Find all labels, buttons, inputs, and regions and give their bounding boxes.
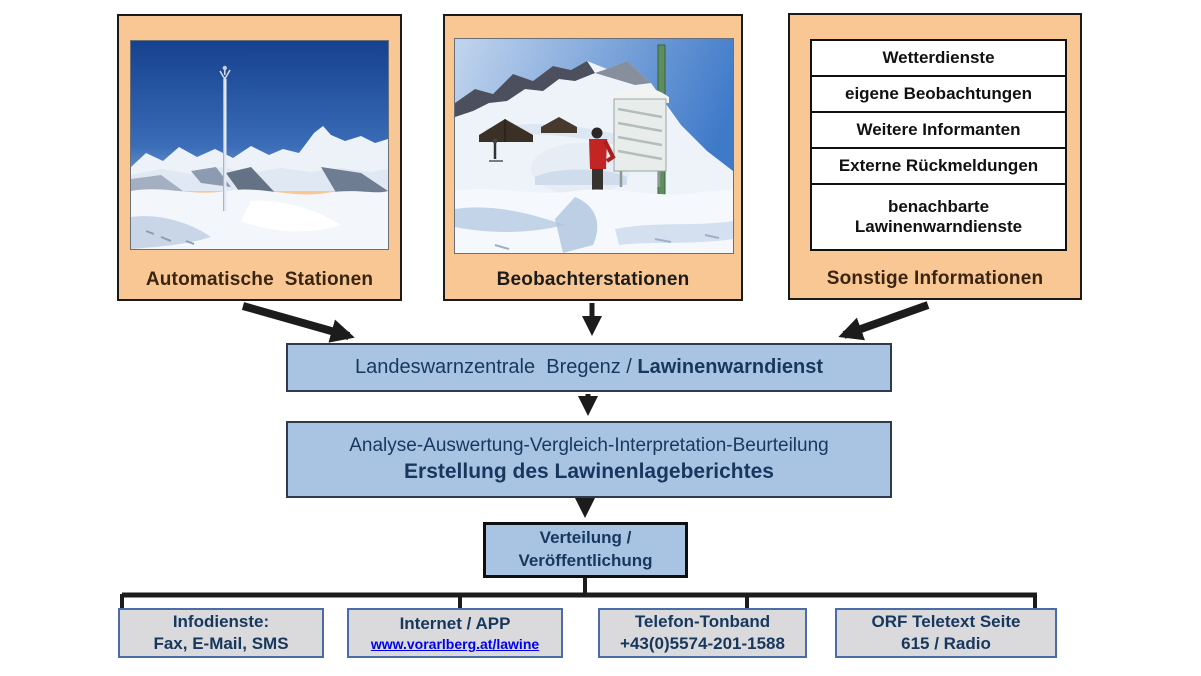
warncenter-box: Landeswarnzentrale Bregenz / Lawinenwarn… [286, 343, 892, 392]
list-item-eigene-beobachtungen: eigene Beobachtungen [812, 77, 1065, 113]
channel-infodienste-line1: Infodienste: [172, 612, 270, 631]
channel-box-telefon-tonband: Telefon-Tonband +43(0)5574-201-1588 [598, 608, 807, 658]
channel-internet-line1: Internet / APP [399, 614, 511, 633]
source-box-other-information: Wetterdienste eigene Beobachtungen Weite… [788, 13, 1082, 300]
channel-telefon-line1: Telefon-Tonband [634, 612, 771, 631]
automatic-station-photo [130, 40, 389, 250]
channel-teletext-line2: 615 / Radio [901, 634, 991, 653]
observer-station-photo [454, 38, 734, 254]
warncenter-text: Landeswarnzentrale Bregenz / Lawinenwarn… [355, 356, 823, 379]
arrow-automatic-to-warncenter [241, 302, 355, 343]
label-automatic-stations: Automatische Stationen [145, 269, 374, 290]
list-item-wetterdienste: Wetterdienste [812, 41, 1065, 77]
channel-teletext-line1: ORF Teletext Seite [871, 612, 1021, 631]
channel-telefon-line2: +43(0)5574-201-1588 [620, 634, 785, 653]
source-box-automatic-stations: Automatische Stationen [117, 14, 402, 301]
channel-infodienste-line2: Fax, E-Mail, SMS [153, 634, 289, 653]
channel-box-infodienste: Infodienste: Fax, E-Mail, SMS [118, 608, 324, 658]
list-item-benachbarte-lawinenwarndienste: benachbarte Lawinenwarndienste [854, 196, 1023, 236]
distribution-line1: Verteilung / [539, 528, 632, 548]
distribution-line2: Veröffentlichung [518, 551, 653, 570]
analysis-line2: Erstellung des Lawinenlageberichtes [404, 460, 774, 483]
channel-box-internet-app: Internet / APP www.vorarlberg.at/lawine [347, 608, 563, 658]
label-other-information: Sonstige Informationen [826, 268, 1044, 289]
warncenter-text-normal: Landeswarnzentrale Bregenz / [355, 356, 638, 378]
source-box-observer-stations: Beobachterstationen [443, 14, 743, 301]
label-observer-stations: Beobachterstationen [496, 269, 690, 290]
list-item-weitere-informanten: Weitere Informanten [812, 113, 1065, 149]
list-item-externe-rueckmeldungen: Externe Rückmeldungen [812, 149, 1065, 185]
analysis-box: Analyse-Auswertung-Vergleich-Interpretat… [286, 421, 892, 498]
distribution-box: Verteilung / Veröffentlichung [483, 522, 688, 578]
channel-box-orf-teletext: ORF Teletext Seite 615 / Radio [835, 608, 1057, 658]
arrow-other-to-warncenter [838, 301, 930, 341]
internet-link[interactable]: www.vorarlberg.at/lawine [370, 636, 540, 652]
other-information-list: Wetterdienste eigene Beobachtungen Weite… [810, 39, 1067, 251]
warncenter-text-bold: Lawinenwarndienst [637, 356, 823, 378]
analysis-line1: Analyse-Auswertung-Vergleich-Interpretat… [349, 435, 829, 456]
